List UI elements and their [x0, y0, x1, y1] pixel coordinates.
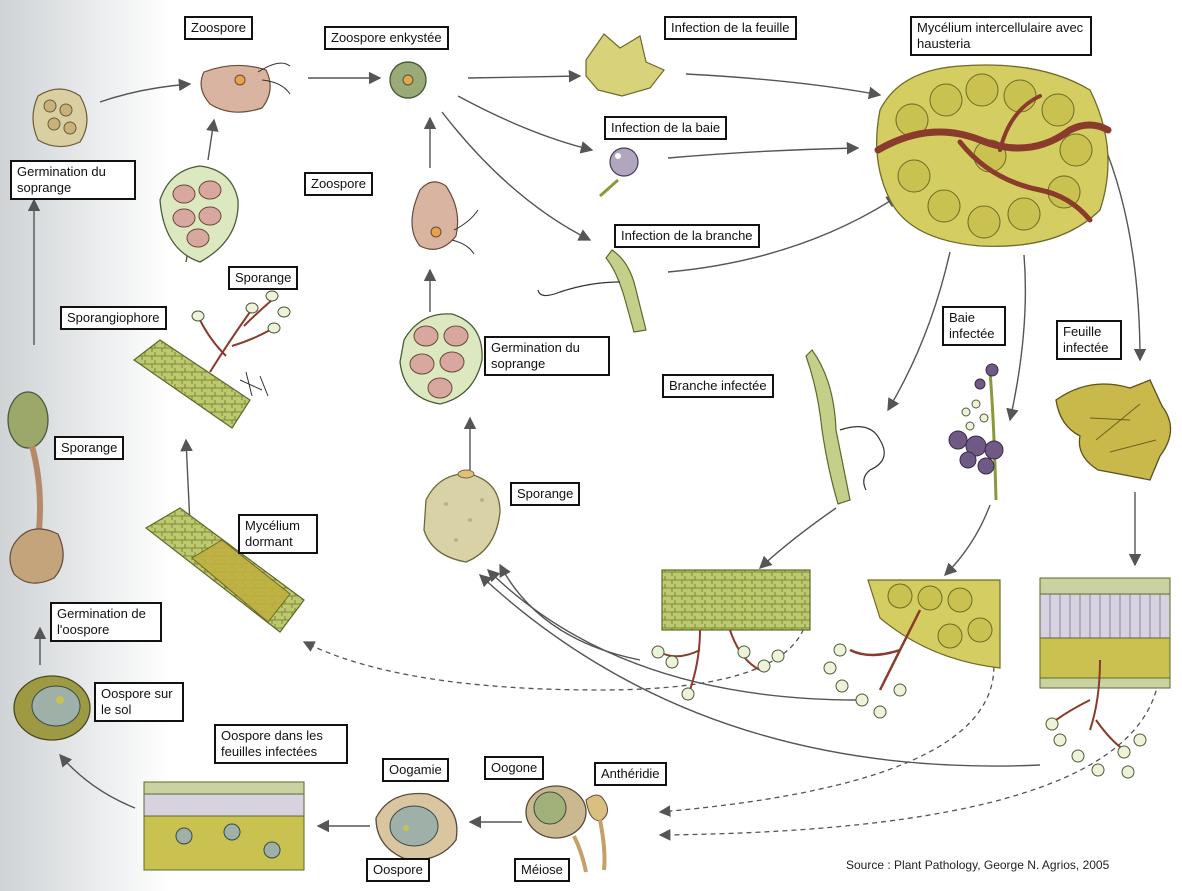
label-antheridie: Anthéridie — [594, 762, 667, 786]
infection-berry-illustration — [600, 148, 638, 196]
label-mycelium-intercellulaire: Mycélium intercellulaire avec hausteria — [910, 16, 1092, 56]
infected-leaf-illustration — [1056, 380, 1171, 480]
arrow-mycelium-to-baie-inf — [1010, 255, 1025, 420]
label-sporangiophore: Sporangiophore — [60, 306, 167, 330]
arrow-feuilles-to-oospore-sol — [60, 755, 135, 808]
arrow-sporange-to-germ-upper — [208, 120, 214, 160]
arrow-mycelium-to-branche-inf — [888, 252, 950, 410]
infection-branch-illustration — [538, 250, 646, 332]
germinating-sporange-mid-illustration — [400, 314, 482, 404]
zoospore-top-illustration — [201, 63, 290, 112]
oospore-soil-illustration — [14, 676, 90, 740]
label-sporange-left: Sporange — [54, 436, 124, 460]
infected-branch-illustration — [806, 350, 884, 504]
sporange-mid-illustration — [424, 470, 500, 562]
label-oogamie: Oogamie — [382, 758, 449, 782]
label-mycelium-dormant: Mycélium dormant — [238, 514, 318, 554]
label-infection-branche: Infection de la branche — [614, 224, 760, 248]
label-germination-oospore: Germination de l'oospore — [50, 602, 162, 642]
arrow-baie-inf-to-section — [945, 505, 990, 575]
label-zoospore-top: Zoospore — [184, 16, 253, 40]
label-feuille-infectee: Feuille infectée — [1056, 320, 1122, 360]
label-infection-baie: Infection de la baie — [604, 116, 727, 140]
label-branche-infectee: Branche infectée — [662, 374, 774, 398]
arrow-enkystee-to-baie — [458, 96, 592, 150]
berry-section-illustration — [824, 580, 1000, 718]
label-meiose: Méiose — [514, 858, 570, 882]
label-oospore-feuilles: Oospore dans les feuilles infectées — [214, 724, 348, 764]
label-sporange-mid: Sporange — [510, 482, 580, 506]
infected-berry-cluster-illustration — [949, 364, 1003, 500]
arrow-enkystee-to-branche — [442, 112, 590, 240]
label-oospore-sol: Oospore sur le sol — [94, 682, 184, 722]
arrow-baie-to-mycelium — [668, 148, 858, 158]
oospore-in-leaves-illustration — [144, 782, 304, 870]
germinating-sporange-topleft-illustration — [33, 89, 87, 147]
label-zoospore-mid: Zoospore — [304, 172, 373, 196]
source-citation: Source : Plant Pathology, George N. Agri… — [846, 858, 1109, 872]
mycelium-intercellular-illustration — [877, 65, 1108, 246]
label-oogone: Oogone — [484, 756, 544, 780]
arrow-enkystee-to-feuille — [468, 76, 580, 78]
label-germination-soprange-mid: Germination du soprange — [484, 336, 610, 376]
arrow-branche-inf-to-section — [760, 508, 836, 568]
label-sporange-upper: Sporange — [228, 266, 298, 290]
arrow-feuille-to-mycelium — [686, 74, 880, 95]
oogamie-illustration — [376, 794, 457, 861]
label-baie-infectee: Baie infectée — [942, 306, 1006, 346]
sporange-with-zoospores-illustration — [160, 166, 238, 262]
label-oospore-bottom: Oospore — [366, 858, 430, 882]
branch-section-illustration — [652, 570, 810, 700]
zoospore-enkystee-illustration — [390, 62, 426, 98]
label-germination-soprange-left: Germination du soprange — [10, 160, 136, 200]
sporange-stalk-left-illustration — [8, 392, 63, 583]
label-infection-feuille: Infection de la feuille — [664, 16, 797, 40]
arrow-germ-to-zoospore — [100, 84, 190, 102]
infection-leaf-illustration — [586, 34, 664, 96]
leaf-section-illustration — [1040, 578, 1170, 778]
zoospore-mid-illustration — [412, 182, 478, 254]
label-zoospore-enkystee: Zoospore enkystée — [324, 26, 449, 50]
